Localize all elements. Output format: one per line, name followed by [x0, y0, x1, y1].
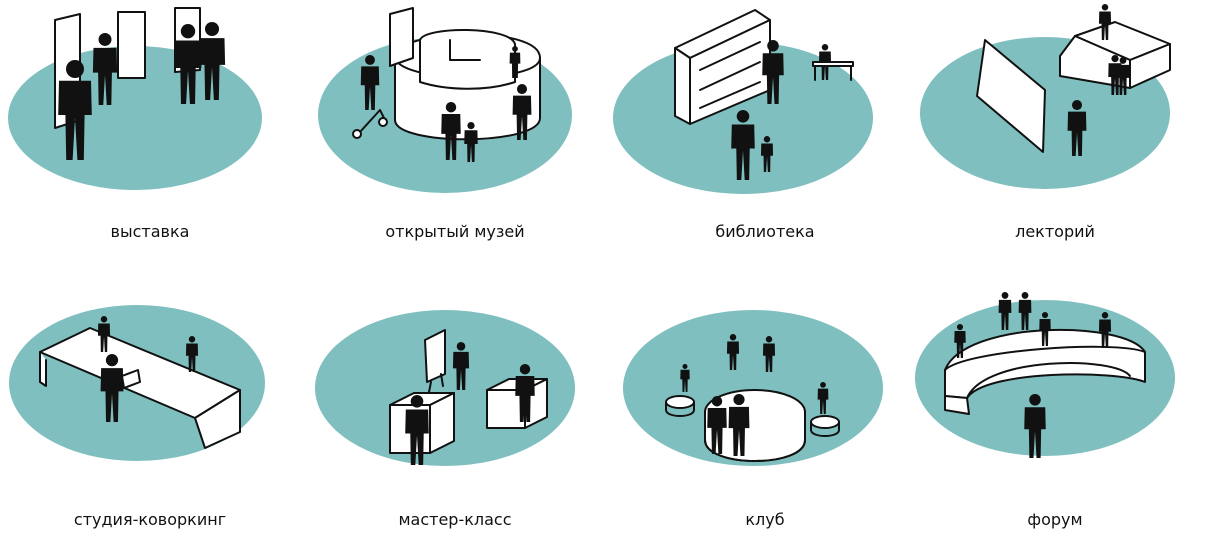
space-illustration [315, 310, 575, 466]
space-type-item: выставка [0, 0, 300, 260]
space-illustration [623, 310, 883, 466]
space-type-item: открытый музей [305, 0, 605, 260]
space-type-label: открытый музей [385, 222, 525, 241]
space-type-label: выставка [110, 222, 190, 241]
space-type-label: студия-коворкинг [73, 510, 227, 529]
space-type-label: лекторий [1015, 222, 1095, 241]
space-type-item: мастер-класс [305, 290, 605, 550]
space-illustration [9, 305, 265, 461]
space-illustration [8, 7, 262, 190]
space-type-item: форум [905, 290, 1205, 550]
space-illustration [915, 292, 1175, 458]
space-type-label: мастер-класс [398, 510, 512, 529]
space-type-item: лекторий [905, 0, 1205, 260]
space-types-diagram: выставка открытый музей [0, 0, 1205, 529]
space-type-item: студия-коворкинг [0, 290, 300, 550]
space-type-label: клуб [745, 510, 785, 529]
space-illustration [920, 3, 1171, 189]
space-type-item: клуб [615, 290, 915, 550]
space-illustration [613, 9, 873, 194]
space-type-label: библиотека [715, 222, 815, 241]
space-type-label: форум [1027, 510, 1083, 529]
space-illustration [318, 7, 572, 193]
space-type-item: библиотека [613, 0, 915, 260]
